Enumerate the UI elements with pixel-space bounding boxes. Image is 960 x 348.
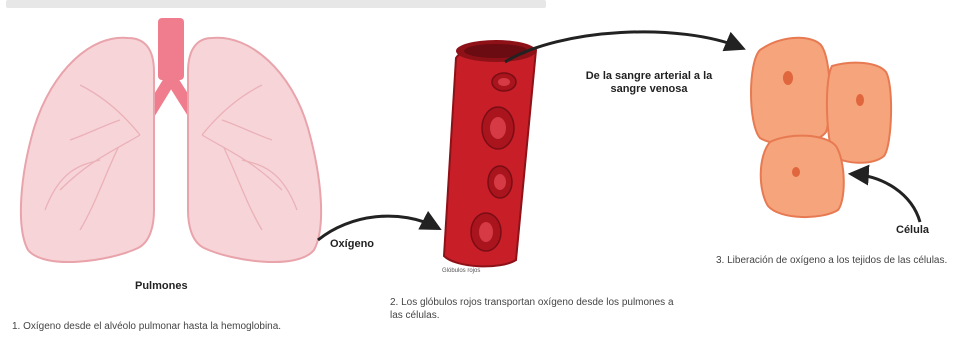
cell-bottom	[761, 136, 844, 217]
blood-flow-label: De la sangre arterial a la sangre venosa	[584, 70, 714, 96]
cells-illustration	[751, 38, 891, 217]
red-cells-label: Glóbulos rojos	[442, 268, 480, 274]
left-lung	[21, 38, 154, 262]
cell-pointer-arrow	[852, 174, 920, 222]
cell-label: Célula	[896, 224, 929, 237]
caption-step-2: 2. Los glóbulos rojos transportan oxígen…	[390, 296, 680, 322]
caption-step-1: 1. Oxígeno desde el alvéolo pulmonar has…	[12, 320, 342, 333]
right-lung	[188, 38, 321, 262]
trachea	[158, 18, 184, 80]
blood-vessel-illustration	[444, 40, 536, 266]
lungs-label: Pulmones	[135, 280, 188, 293]
oxygen-label: Oxígeno	[330, 238, 374, 251]
cell-top-left	[751, 38, 830, 145]
lungs-illustration	[21, 18, 321, 262]
caption-step-3: 3. Liberación de oxígeno a los tejidos d…	[716, 254, 952, 267]
blood-flow-arrow	[505, 32, 742, 62]
oxygen-arrow	[318, 216, 438, 240]
